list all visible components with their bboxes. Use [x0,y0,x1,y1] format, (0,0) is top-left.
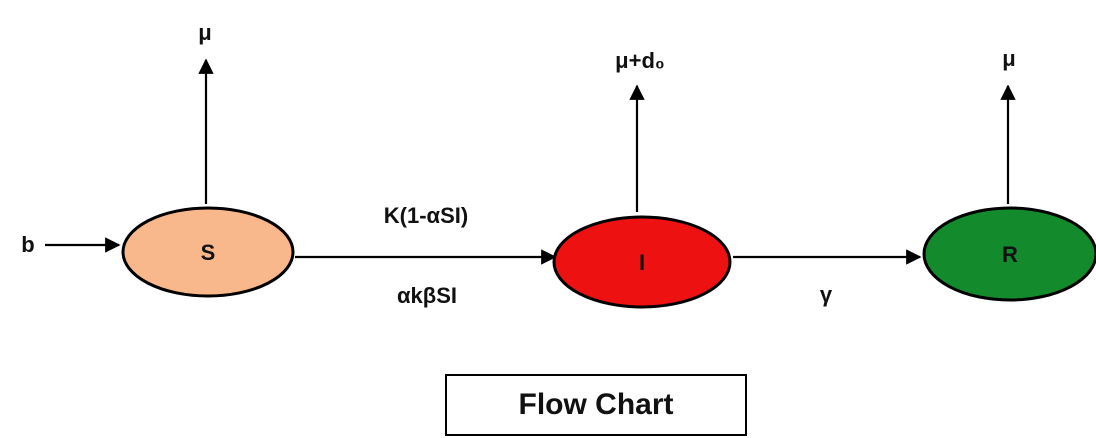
node-r-label: R [1002,242,1018,267]
node-s: S [121,206,295,298]
caption-title: Flow Chart [518,388,674,421]
s-death-label: μ [198,20,211,45]
i-death-label: μ+d₀ [615,48,665,73]
node-i: I [552,215,732,309]
node-i-label: I [639,250,645,275]
i-to-r-label: γ [820,282,833,307]
node-s-shape [121,206,295,298]
inflow-label: b [21,232,34,257]
node-r-shape [922,206,1096,302]
node-r: R [922,206,1096,302]
caption-box: Flow Chart [445,374,747,436]
s-to-i-bottom-label: αkβSI [397,283,457,308]
node-s-label: S [201,240,216,265]
s-to-i-top-label: K(1-αSI) [384,203,468,228]
r-death-label: μ [1002,46,1015,71]
node-i-shape [552,215,732,309]
